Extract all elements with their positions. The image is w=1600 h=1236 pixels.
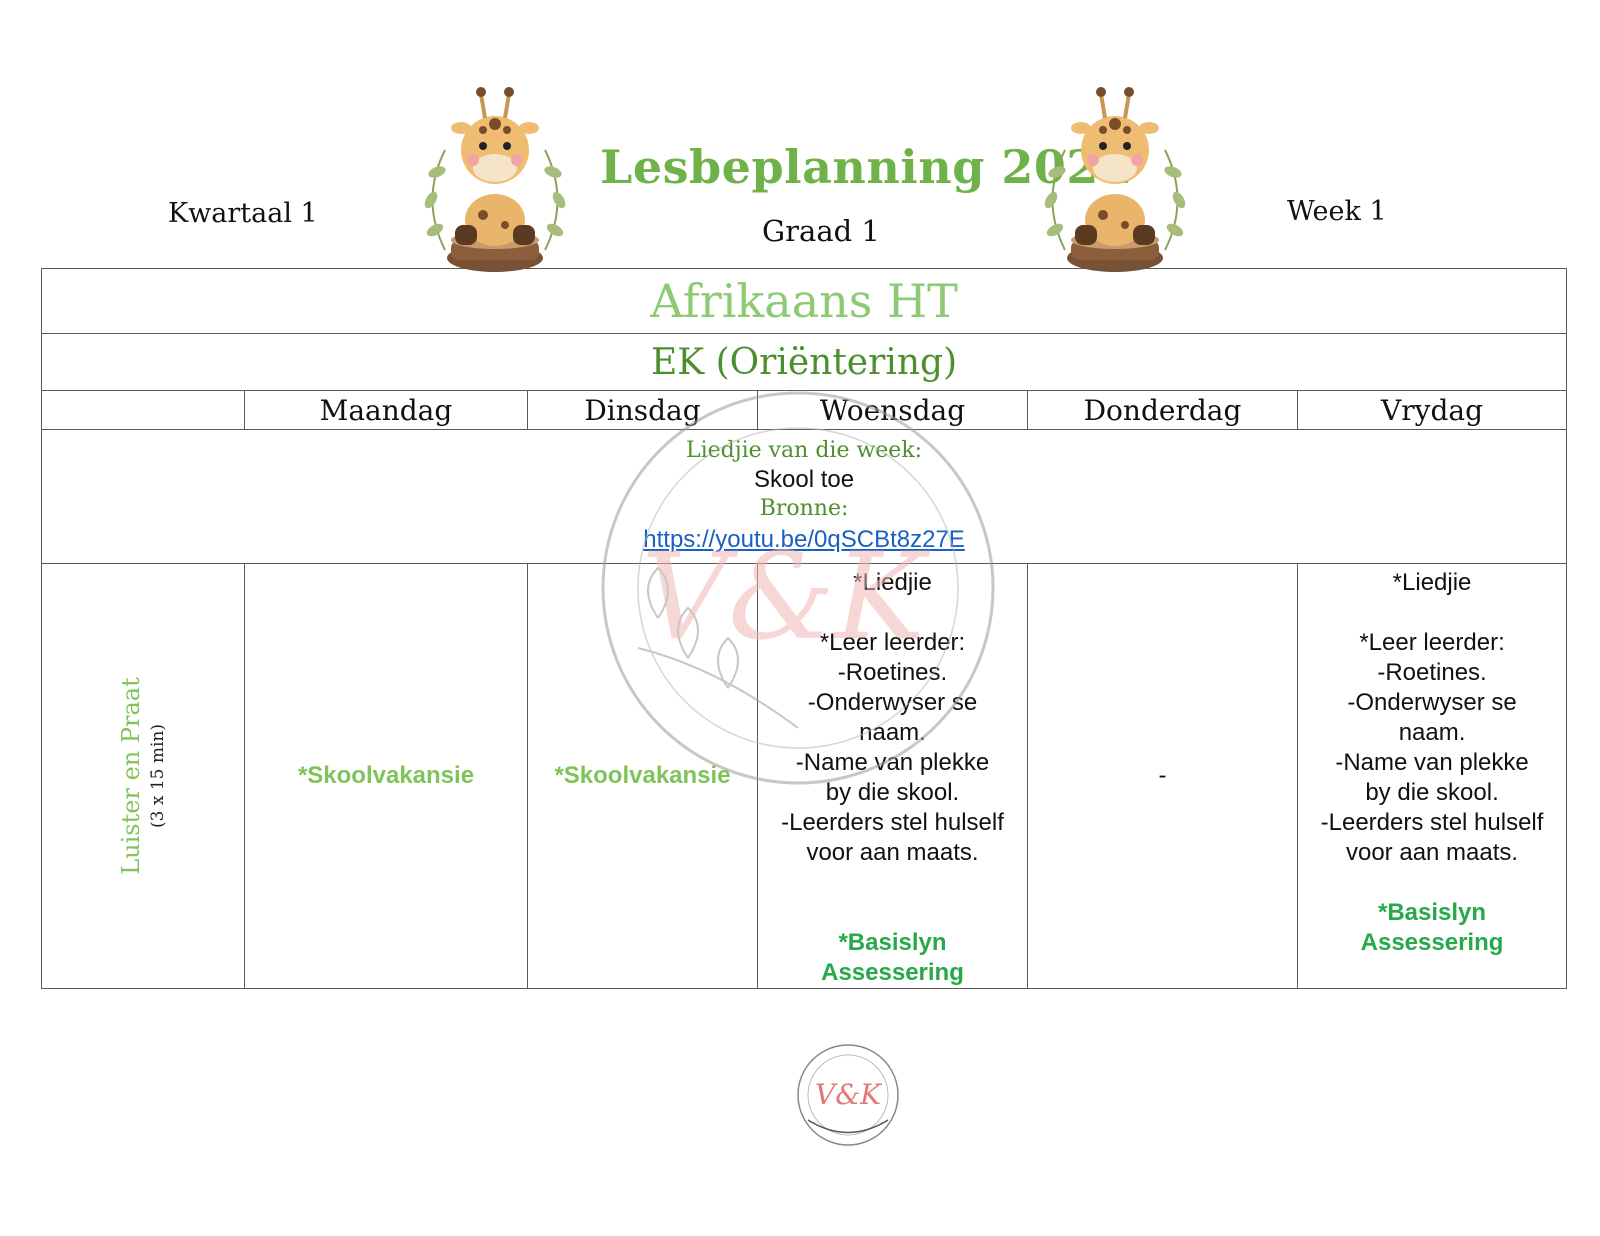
- day-header-friday: Vrydag: [1296, 390, 1568, 430]
- friday-activity-lines: *Liedjie *Leer leerder: -Roetines. -Onde…: [1298, 568, 1566, 868]
- page-title: Lesbeplanning 2024: [600, 140, 1132, 194]
- activity-line: voor aan maats.: [806, 839, 979, 866]
- activity-line: naam.: [859, 719, 926, 746]
- day-header-wednesday: Woensdag: [757, 390, 1028, 430]
- phase-heading: EK (Oriëntering): [40, 333, 1568, 391]
- song-title: Skool toe: [754, 465, 855, 493]
- listening-speaking-label-cell: Luister en Praat (3 x 15 min): [41, 563, 245, 989]
- day-header-tuesday: Dinsdag: [527, 390, 758, 430]
- friday-activity: *Liedjie *Leer leerder: -Roetines. -Onde…: [1296, 563, 1568, 989]
- week-label: Week 1: [1287, 196, 1387, 227]
- day-header-monday: Maandag: [244, 390, 528, 430]
- tuesday-activity: *Skoolvakansie: [527, 563, 758, 989]
- activity-line: voor aan maats.: [1345, 839, 1519, 866]
- activity-line: [1298, 598, 1566, 628]
- day-header-empty: [41, 390, 245, 430]
- resources-label: Bronne:: [759, 495, 849, 521]
- activity-line: -Name van plekke: [1335, 749, 1529, 776]
- lesson-plan-table: Afrikaans HT EK (Oriëntering) Maandag Di…: [40, 268, 1568, 989]
- wednesday-assessment: *Basislyn Assessering: [758, 928, 1027, 988]
- activity-line: -Leerders stel hulself: [781, 809, 1004, 836]
- days-header-row: Maandag Dinsdag Woensdag Donderdag Vryda…: [41, 390, 1568, 430]
- activity-line: naam.: [1398, 719, 1466, 746]
- friday-assessment: *Basislyn Assessering: [1298, 898, 1566, 958]
- listening-speaking-row: Luister en Praat (3 x 15 min) *Skoolvaka…: [41, 563, 1568, 989]
- activity-line: *Leer leerder:: [819, 629, 966, 656]
- listening-speaking-label: Luister en Praat: [117, 677, 145, 875]
- activity-line: [758, 598, 1027, 628]
- activity-line: *Leer leerder:: [1359, 629, 1505, 656]
- activity-line: -Name van plekke: [795, 749, 990, 776]
- activity-line: *Liedjie: [1392, 569, 1472, 596]
- wednesday-activity-lines: *Liedjie *Leer leerder: -Roetines. -Onde…: [758, 568, 1027, 868]
- assessment-line: *Basislyn: [838, 929, 947, 956]
- youtube-link[interactable]: https://youtu.be/0qSCBt8z27E: [643, 525, 965, 553]
- thursday-activity: -: [1027, 563, 1298, 989]
- term-label: Kwartaal 1: [168, 198, 318, 229]
- assessment-line: Assessering: [821, 959, 964, 986]
- activity-line: -Roetines.: [1377, 659, 1487, 686]
- song-of-week-label: Liedjie van die week:: [686, 437, 923, 463]
- grade-label: Graad 1: [762, 214, 880, 248]
- activity-line: *Liedjie: [853, 569, 932, 596]
- monday-activity: *Skoolvakansie: [244, 563, 528, 989]
- wednesday-activity: *Liedjie *Leer leerder: -Roetines. -Onde…: [757, 563, 1028, 989]
- giraffe-illustration-left: [424, 87, 566, 272]
- subject-heading: Afrikaans HT: [40, 268, 1568, 334]
- activity-line: by die skool.: [1365, 779, 1499, 806]
- song-of-week-cell: Liedjie van die week: Skool toe Bronne: …: [40, 429, 1568, 564]
- listening-speaking-duration: (3 x 15 min): [148, 723, 168, 829]
- activity-line: -Onderwyser se: [1347, 689, 1517, 716]
- giraffe-illustration-right: [1044, 87, 1186, 272]
- assessment-line: Assessering: [1360, 929, 1504, 956]
- activity-line: by die skool.: [825, 779, 960, 806]
- svg-text:V&K: V&K: [815, 1078, 883, 1111]
- activity-line: -Roetines.: [837, 659, 948, 686]
- activity-line: -Onderwyser se: [807, 689, 978, 716]
- activity-line: -Leerders stel hulself: [1320, 809, 1544, 836]
- footer-logo: V&K: [797, 1044, 899, 1146]
- assessment-line: *Basislyn: [1378, 899, 1487, 926]
- day-header-thursday: Donderdag: [1027, 390, 1298, 430]
